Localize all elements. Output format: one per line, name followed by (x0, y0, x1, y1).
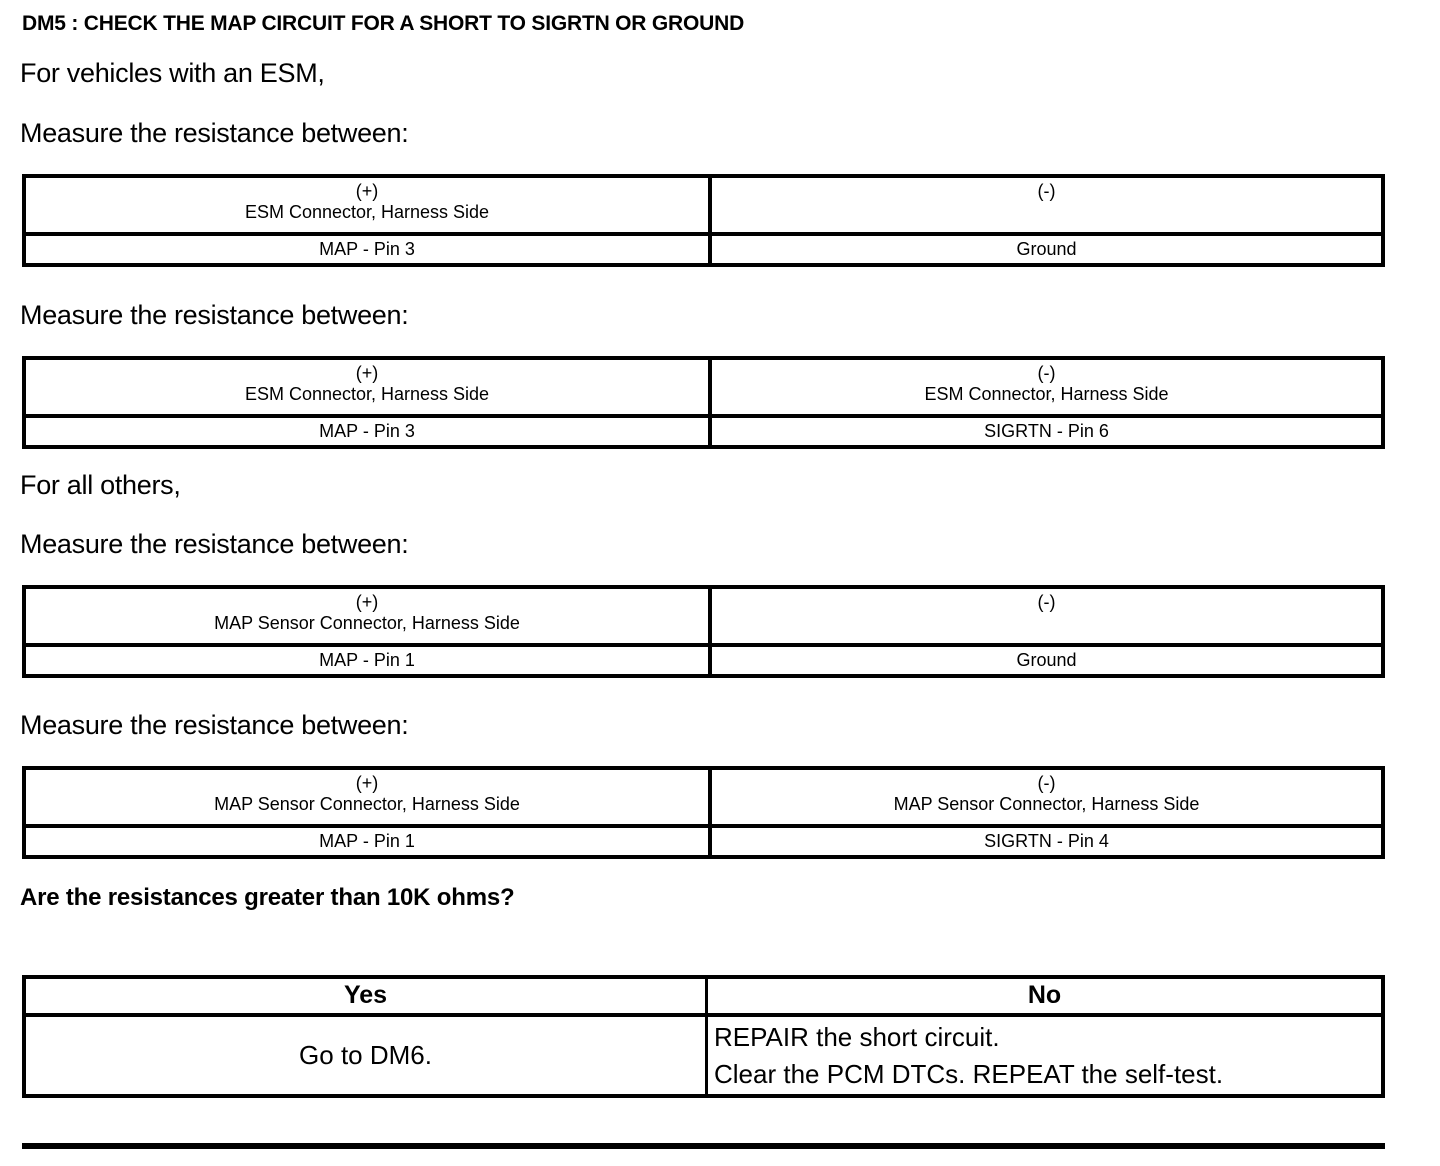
positive-source-label: ESM Connector, Harness Side (244, 202, 490, 222)
positive-sign-label: (+) (355, 773, 379, 793)
negative-header-cell: (-) MAP Sensor Connector, Harness Side (712, 770, 1381, 824)
measurement-table-4: (+) MAP Sensor Connector, Harness Side (… (22, 766, 1385, 859)
yes-header-cell: Yes (26, 979, 708, 1013)
esm-intro-text: For vehicles with an ESM, (20, 58, 325, 88)
no-action-line-1: REPAIR the short circuit. (714, 1022, 1000, 1052)
negative-header-cell: (-) (712, 178, 1381, 232)
no-action-line-2: Clear the PCM DTCs. REPEAT the self-test… (714, 1059, 1224, 1089)
positive-value-cell: MAP - Pin 1 (26, 828, 712, 855)
table-value-row: MAP - Pin 1 Ground (26, 647, 1381, 674)
positive-pin-value: MAP - Pin 1 (319, 650, 415, 670)
yes-action-text: Go to DM6. (299, 1040, 432, 1070)
table-header-row: (+) MAP Sensor Connector, Harness Side (… (26, 589, 1381, 647)
negative-header-cell: (-) ESM Connector, Harness Side (712, 360, 1381, 414)
negative-sign-label: (-) (1037, 773, 1056, 793)
positive-header-cell: (+) MAP Sensor Connector, Harness Side (26, 770, 712, 824)
decision-body-row: Go to DM6. REPAIR the short circuit. Cle… (26, 1017, 1381, 1094)
positive-source-label: MAP Sensor Connector, Harness Side (214, 613, 520, 633)
positive-sign-label: (+) (355, 363, 379, 383)
positive-source-label: MAP Sensor Connector, Harness Side (214, 794, 520, 814)
positive-pin-value: MAP - Pin 3 (319, 239, 415, 259)
negative-value-cell: Ground (712, 647, 1381, 674)
page-title: DM5 : CHECK THE MAP CIRCUIT FOR A SHORT … (22, 12, 745, 35)
table-header-row: (+) MAP Sensor Connector, Harness Side (… (26, 770, 1381, 828)
negative-sign-label: (-) (1037, 363, 1056, 383)
positive-value-cell: MAP - Pin 3 (26, 236, 712, 263)
table-value-row: MAP - Pin 3 Ground (26, 236, 1381, 263)
negative-source-label: MAP Sensor Connector, Harness Side (893, 794, 1200, 814)
negative-pin-value: SIGRTN - Pin 4 (984, 831, 1109, 851)
all-others-intro-text: For all others, (20, 470, 181, 500)
negative-pin-value: SIGRTN - Pin 6 (984, 421, 1109, 441)
decision-table: Yes No Go to DM6. REPAIR the short circu… (22, 975, 1385, 1098)
yes-action-cell[interactable]: Go to DM6. (26, 1017, 708, 1094)
measure-label-2: Measure the resistance between: (20, 300, 409, 330)
positive-value-cell: MAP - Pin 1 (26, 647, 712, 674)
measurement-table-2: (+) ESM Connector, Harness Side (-) ESM … (22, 356, 1385, 449)
negative-value-cell: Ground (712, 236, 1381, 263)
negative-sign-label: (-) (1037, 592, 1056, 612)
positive-pin-value: MAP - Pin 1 (319, 831, 415, 851)
no-action-text-block: REPAIR the short circuit. Clear the PCM … (708, 1017, 1381, 1093)
measurement-table-1: (+) ESM Connector, Harness Side (-) MAP … (22, 174, 1385, 267)
positive-header-cell: (+) MAP Sensor Connector, Harness Side (26, 589, 712, 643)
negative-pin-value: Ground (1016, 239, 1077, 259)
decision-header-row: Yes No (26, 979, 1381, 1017)
negative-value-cell: SIGRTN - Pin 4 (712, 828, 1381, 855)
positive-sign-label: (+) (355, 592, 379, 612)
measurement-table-3: (+) MAP Sensor Connector, Harness Side (… (22, 585, 1385, 678)
positive-header-cell: (+) ESM Connector, Harness Side (26, 360, 712, 414)
table-header-row: (+) ESM Connector, Harness Side (-) (26, 178, 1381, 236)
table-value-row: MAP - Pin 1 SIGRTN - Pin 4 (26, 828, 1381, 855)
measure-label-3: Measure the resistance between: (20, 529, 409, 559)
measure-label-4: Measure the resistance between: (20, 710, 409, 740)
decision-question: Are the resistances greater than 10K ohm… (20, 884, 515, 911)
positive-header-cell: (+) ESM Connector, Harness Side (26, 178, 712, 232)
positive-pin-value: MAP - Pin 3 (319, 421, 415, 441)
no-header-cell: No (1027, 981, 1062, 1009)
footer-divider-rule (22, 1143, 1385, 1149)
no-action-cell[interactable]: REPAIR the short circuit. Clear the PCM … (708, 1017, 1381, 1094)
negative-pin-value: Ground (1016, 650, 1077, 670)
measure-label-1: Measure the resistance between: (20, 118, 409, 148)
table-header-row: (+) ESM Connector, Harness Side (-) ESM … (26, 360, 1381, 418)
negative-sign-label: (-) (1037, 181, 1056, 201)
positive-sign-label: (+) (355, 181, 379, 201)
negative-value-cell: SIGRTN - Pin 6 (712, 418, 1381, 445)
table-value-row: MAP - Pin 3 SIGRTN - Pin 6 (26, 418, 1381, 445)
negative-header-cell: (-) (712, 589, 1381, 643)
positive-source-label: ESM Connector, Harness Side (244, 384, 490, 404)
positive-value-cell: MAP - Pin 3 (26, 418, 712, 445)
negative-source-label: ESM Connector, Harness Side (924, 384, 1169, 404)
